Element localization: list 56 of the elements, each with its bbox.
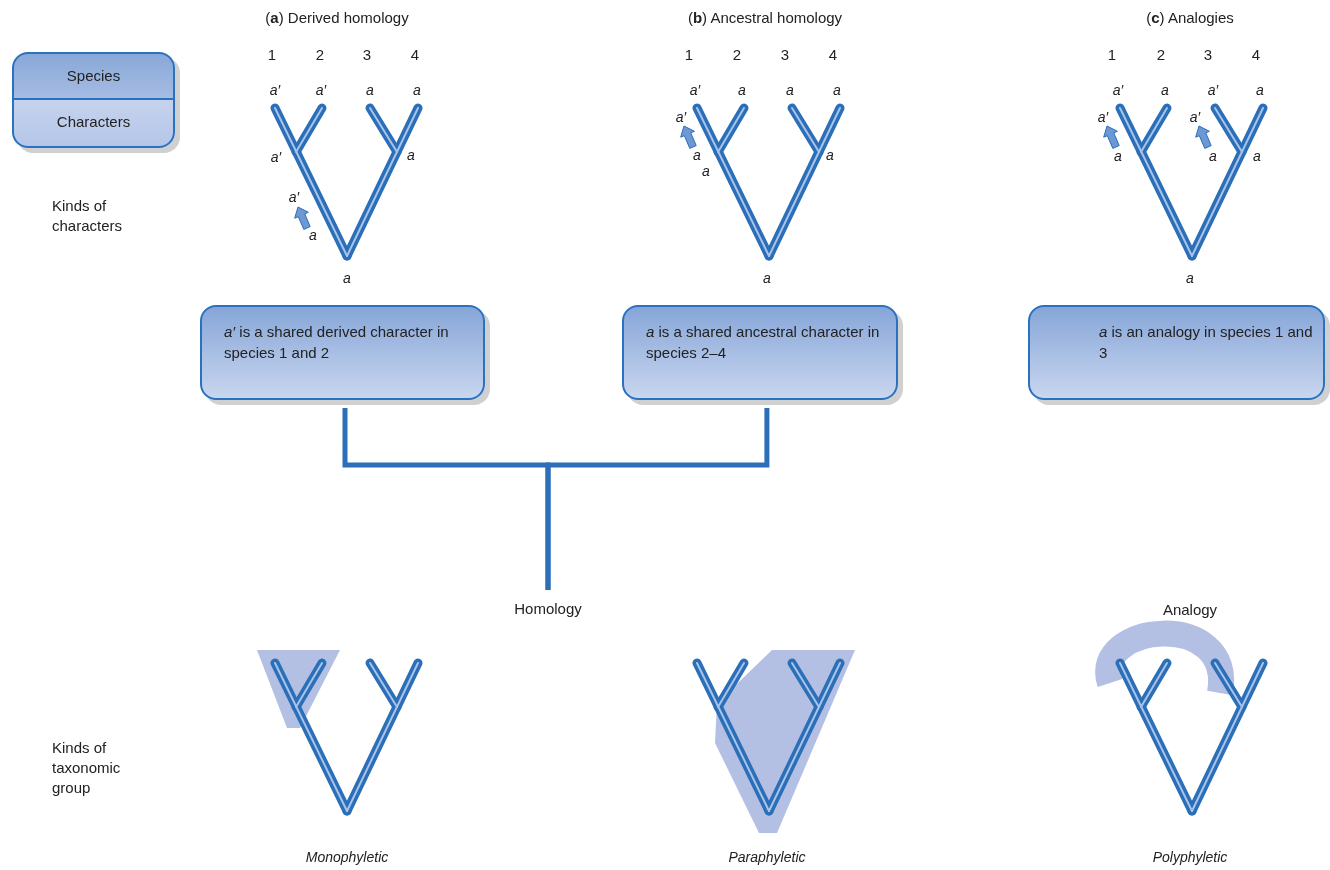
character-state-label: a [693, 146, 701, 164]
character-state-label: a [1256, 81, 1264, 99]
character-state-label: a [309, 226, 317, 244]
character-state-label: a′ [315, 81, 327, 99]
species-number: 3 [1203, 46, 1213, 64]
character-state-label: a [1114, 147, 1122, 165]
species-number: 1 [1107, 46, 1117, 64]
species-number: 1 [267, 46, 277, 64]
character-state-label: a′ [1112, 81, 1124, 99]
category-label: Homology [505, 598, 591, 620]
character-state-label: a′ [270, 148, 282, 166]
connector-line [545, 408, 770, 590]
row-heading: Kinds of taxonomic group [52, 738, 122, 798]
group-type-label: Paraphyletic [728, 848, 806, 866]
character-state-label: a [1253, 147, 1261, 165]
character-state-label: a′ [1189, 108, 1201, 126]
character-state-label: a′ [288, 188, 300, 206]
character-state-label: a′ [689, 81, 701, 99]
group-type-label: Monophyletic [305, 848, 389, 866]
character-state-label: a [1161, 81, 1169, 99]
description-text: a′ is a shared derived character in species 1 and 2 [224, 322, 450, 363]
description-text: a is an analogy in species 1 and 3 [1099, 322, 1314, 363]
species-number: 3 [780, 46, 790, 64]
character-state-label: a [1186, 269, 1194, 287]
species-number: 2 [732, 46, 742, 64]
group-type-label: Polyphyletic [1152, 848, 1228, 866]
key-text: Species [65, 66, 122, 86]
character-state-label: a [786, 81, 794, 99]
character-state-label: a [833, 81, 841, 99]
species-number: 4 [1251, 46, 1261, 64]
species-number: 1 [684, 46, 694, 64]
character-state-label: a [1209, 147, 1217, 165]
character-state-label: a [407, 146, 415, 164]
character-state-label: a′ [675, 108, 687, 126]
character-state-label: a [826, 146, 834, 164]
character-state-label: a [366, 81, 374, 99]
key-text: Characters [55, 112, 132, 132]
character-state-label: a′ [1207, 81, 1219, 99]
character-state-label: a [343, 269, 351, 287]
character-state-label: a′ [269, 81, 281, 99]
panel-heading: (a) Derived homology [265, 9, 409, 27]
panel-heading: (b) Ancestral homology [687, 9, 843, 27]
species-number: 2 [315, 46, 325, 64]
character-state-label: a [738, 81, 746, 99]
row-heading: Kinds of characters [52, 196, 124, 236]
description-text: a is a shared ancestral character in species 2–4 [646, 322, 881, 363]
species-number: 4 [410, 46, 420, 64]
category-label: Analogy [1162, 601, 1218, 619]
species-number: 3 [362, 46, 372, 64]
character-state-label: a [413, 81, 421, 99]
character-state-label: a [702, 162, 710, 180]
character-state-label: a′ [1097, 108, 1109, 126]
species-number: 4 [828, 46, 838, 64]
panel-heading: (c) Analogies [1146, 9, 1234, 27]
species-number: 2 [1156, 46, 1166, 64]
character-state-label: a [763, 269, 771, 287]
